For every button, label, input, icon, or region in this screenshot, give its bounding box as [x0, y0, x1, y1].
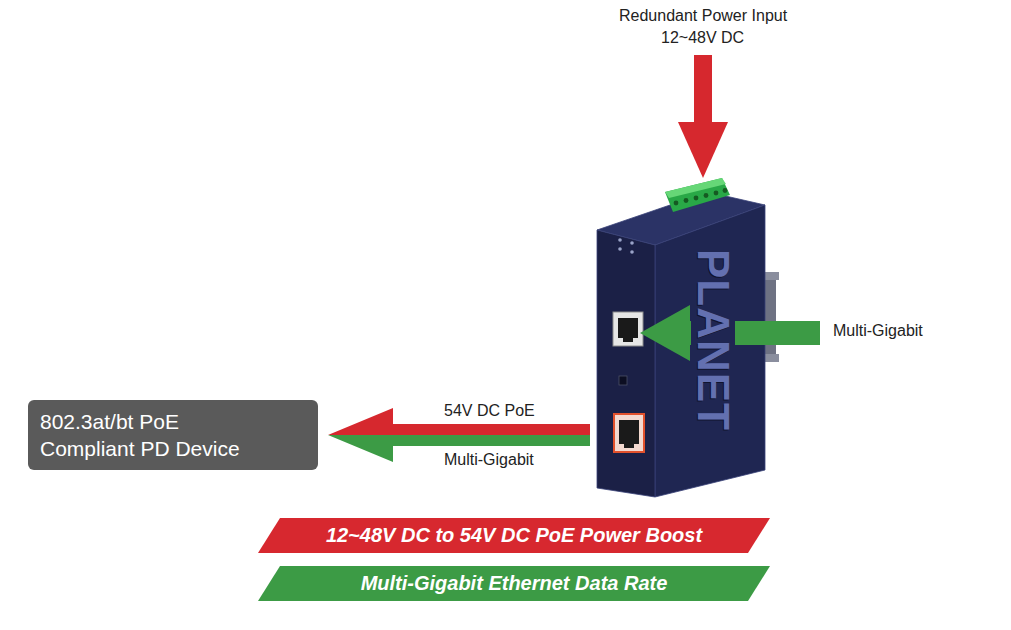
rj45-notch: [623, 336, 633, 342]
rj45-port: [613, 312, 643, 346]
band-parallelogram: [258, 518, 770, 553]
terminal-screw: [723, 188, 728, 193]
band-text: 12~48V DC to 54V DC PoE Power Boost: [326, 524, 702, 547]
feature-band: 12~48V DC to 54V DC PoE Power Boost: [258, 518, 770, 553]
device-label: 802.3at/bt PoE Compliant PD Device: [40, 408, 306, 463]
annotation-label: Redundant Power Input: [619, 6, 787, 25]
annotation-label: 12~48V DC: [661, 28, 744, 47]
annotation-label: Multi-Gigabit: [833, 321, 923, 340]
rj45-socket: [618, 318, 638, 338]
dip-switch: [619, 376, 627, 385]
terminal-block: [665, 178, 730, 212]
terminal-screw: [674, 201, 679, 206]
feature-band: Multi-Gigabit Ethernet Data Rate: [258, 566, 770, 601]
led: [618, 247, 622, 251]
edge-label: 54V DC PoE: [442, 401, 537, 420]
led: [618, 238, 622, 242]
terminal-screw: [684, 198, 689, 203]
poe-socket: [619, 420, 639, 444]
edge-label: Multi-Gigabit: [442, 450, 536, 469]
data-arrow-head: [640, 305, 690, 361]
band-parallelogram: [258, 566, 770, 601]
poe-notch: [624, 442, 634, 448]
terminal-screw: [704, 193, 709, 198]
housing-side: [655, 205, 765, 497]
terminal-screw: [714, 191, 719, 196]
power-arrow-head: [678, 122, 728, 178]
brand-logo: PLANET: [691, 246, 735, 434]
power-arrow-shaft: [694, 55, 712, 125]
housing-front: [597, 230, 655, 497]
poe-injector-device: PLANET: [590, 170, 785, 505]
terminal-screw: [694, 196, 699, 201]
pd-device-box: 802.3at/bt PoE Compliant PD Device: [28, 400, 318, 470]
led: [630, 250, 634, 254]
poe-port: [614, 414, 644, 452]
terminal-block-top: [665, 178, 726, 198]
band-text: Multi-Gigabit Ethernet Data Rate: [361, 572, 668, 595]
led: [630, 241, 634, 245]
